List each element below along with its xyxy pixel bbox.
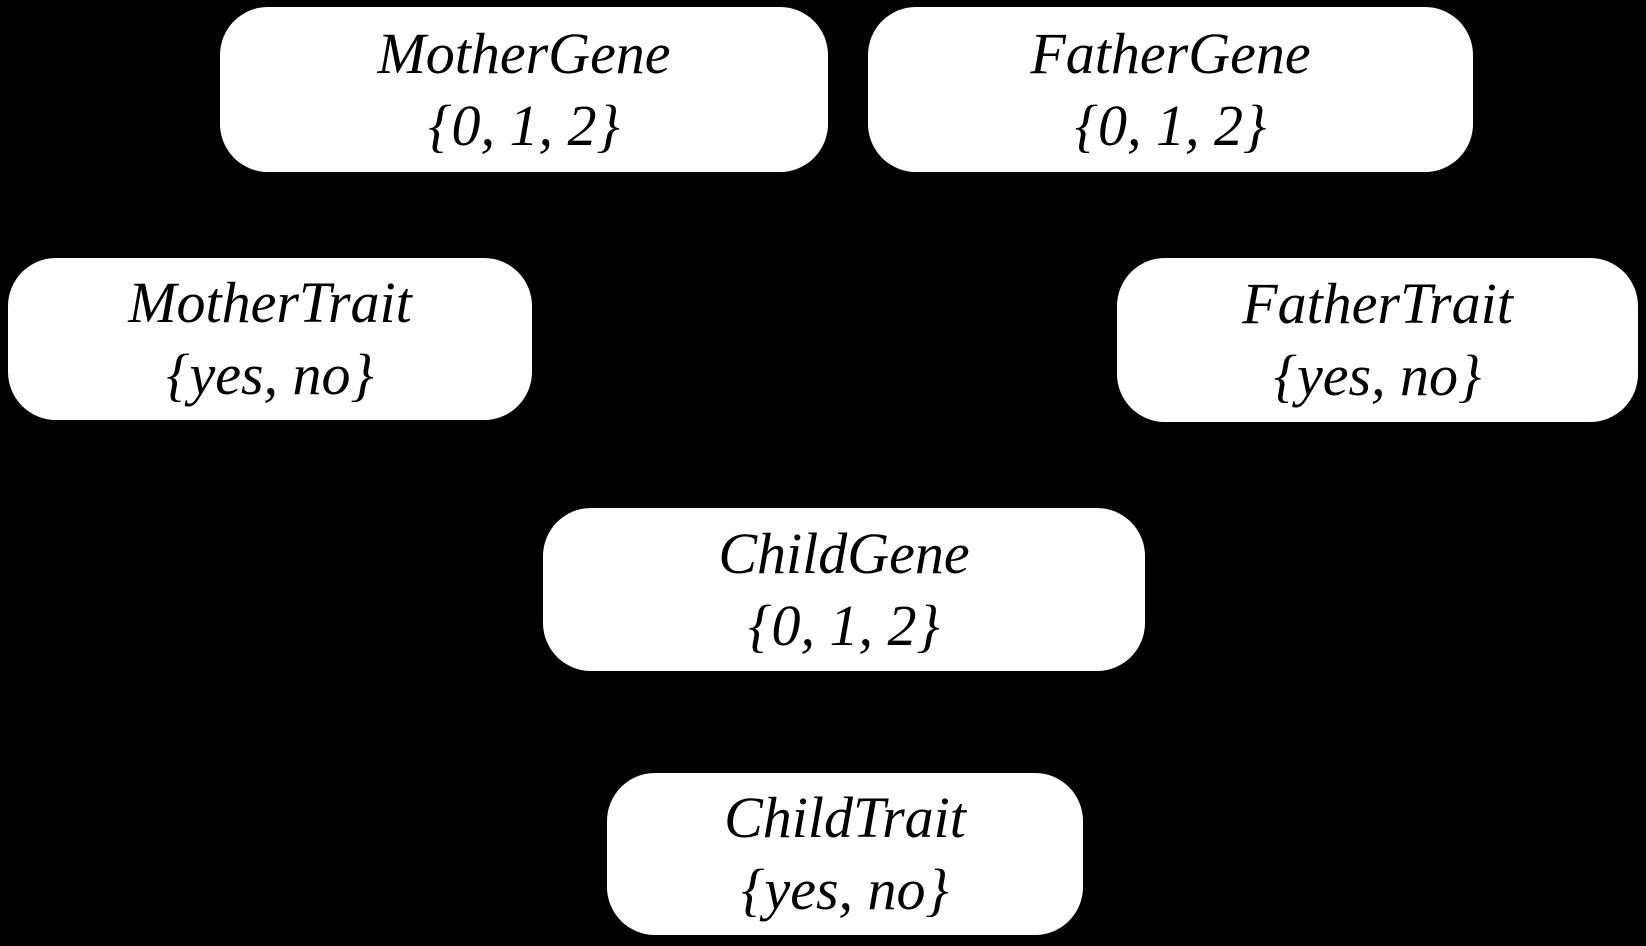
node-title: FatherGene xyxy=(1030,20,1311,86)
node-domain: {0, 1, 2} xyxy=(1074,92,1267,158)
node-child-trait: ChildTrait {yes, no} xyxy=(607,773,1083,935)
node-child-gene: ChildGene {0, 1, 2} xyxy=(543,508,1145,671)
node-title: FatherTrait xyxy=(1242,271,1513,336)
node-title: MotherTrait xyxy=(128,270,412,335)
node-mother-gene: MotherGene {0, 1, 2} xyxy=(220,7,828,172)
node-domain: {yes, no} xyxy=(741,857,949,922)
node-title: MotherGene xyxy=(377,20,671,86)
node-domain: {0, 1, 2} xyxy=(428,92,620,158)
node-title: ChildGene xyxy=(718,520,970,586)
node-father-gene: FatherGene {0, 1, 2} xyxy=(868,7,1473,172)
node-mother-trait: MotherTrait {yes, no} xyxy=(8,258,532,420)
node-title: ChildTrait xyxy=(724,785,966,850)
node-domain: {0, 1, 2} xyxy=(748,592,940,658)
node-domain: {yes, no} xyxy=(1273,343,1482,408)
node-father-trait: FatherTrait {yes, no} xyxy=(1117,258,1638,422)
node-domain: {yes, no} xyxy=(166,342,374,407)
